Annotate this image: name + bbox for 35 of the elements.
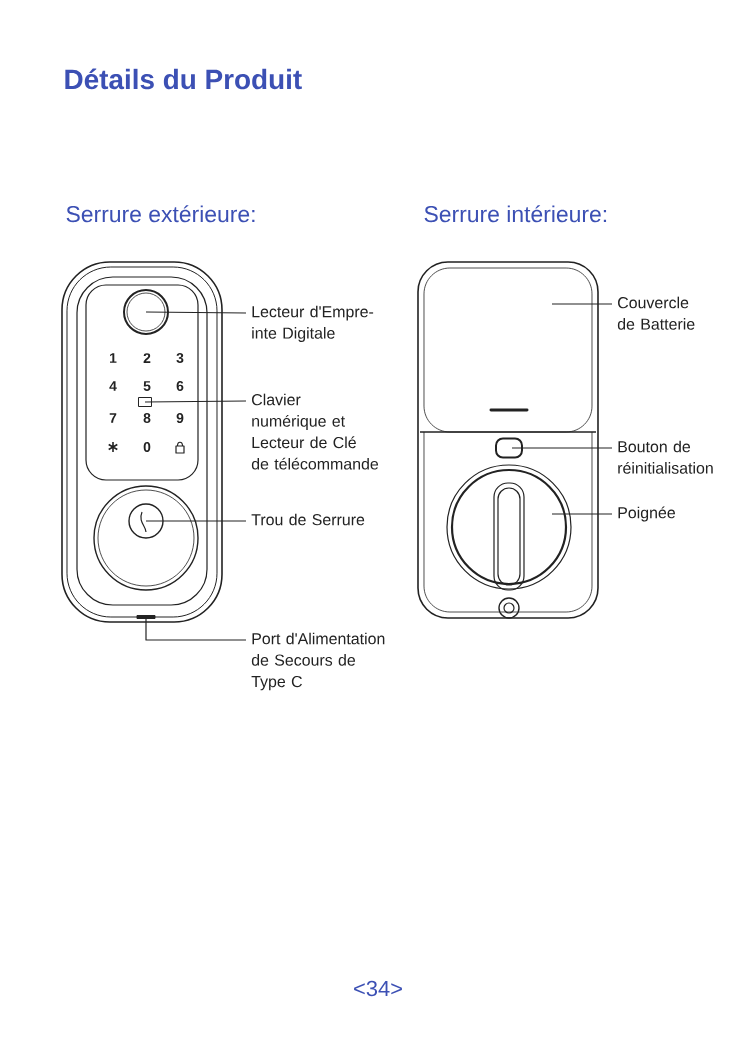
charging-port (136, 615, 156, 619)
callout-text: Bouton de réinitialisation (618, 440, 713, 474)
leader-line (145, 311, 247, 314)
key-fob-reader (138, 397, 152, 407)
keypad-digit: 2 (143, 353, 151, 363)
reset-button (495, 437, 523, 459)
leader-line (551, 303, 613, 305)
leader-line (145, 618, 247, 641)
knob (446, 464, 572, 590)
keypad-digit: 6 (176, 381, 184, 391)
callout-text: Trou de Serrure (251, 513, 365, 526)
callout-text: Clavier numérique et Lecteur de Clé de télécommande (251, 393, 379, 470)
leader-line (511, 447, 613, 449)
keypad-digit: 0 (143, 442, 151, 452)
keypad-digit: 5 (143, 381, 151, 391)
battery-cover (423, 267, 593, 433)
keypad-digit: 3 (176, 353, 184, 363)
leader-line (551, 513, 613, 515)
keypad-digit: 9 (176, 413, 184, 423)
leader-line (145, 520, 247, 522)
title: Détails du Produit (65, 68, 302, 90)
fingerprint-reader (123, 289, 169, 335)
keypad-digit: 8 (143, 413, 151, 423)
callout-text: Poignée (618, 506, 675, 522)
page-number: <34> (354, 980, 402, 997)
callout-text: Port d'Alimentation de Secours de Type C (251, 632, 385, 691)
keypad-digit: 7 (109, 413, 117, 423)
callout-text: Lecteur d'Empre- inte Digitale (252, 305, 374, 342)
section-heading: Serrure extérieure: (66, 205, 255, 223)
leader-line (144, 400, 247, 403)
keypad-digit: 1 (110, 353, 117, 363)
keyhole (128, 503, 164, 539)
keypad-digit: 4 (109, 381, 117, 391)
section-heading: Serrure intérieure: (424, 205, 607, 223)
callout-text: Couvercle de Batterie (617, 296, 695, 330)
